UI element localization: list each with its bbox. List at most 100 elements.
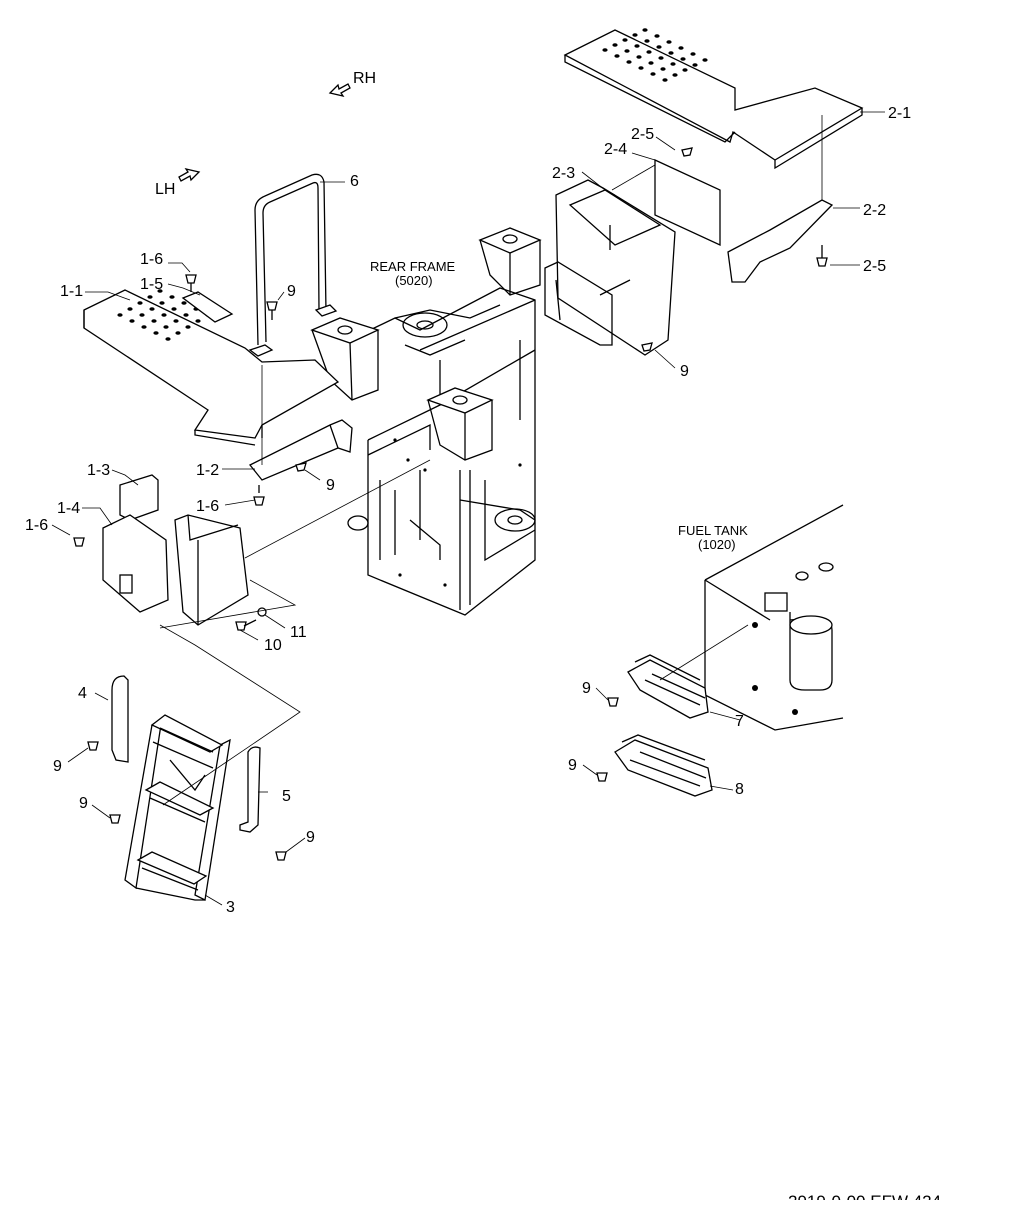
rh-arrow-icon [328, 83, 351, 98]
rh-step-plate [563, 28, 864, 170]
perforation-hole [682, 68, 688, 72]
callout-label: 3 [226, 899, 235, 916]
perforation-hole [692, 63, 698, 67]
perforation-hole [690, 52, 696, 56]
callout-label: 2-5 [631, 126, 654, 143]
fuel-tank-step-7 [627, 654, 709, 719]
perforation-hole [650, 72, 656, 76]
ladder-handrail-left [111, 675, 129, 763]
perforation-hole [622, 38, 628, 42]
perforation-hole [632, 33, 638, 37]
callout-label: 1-3 [87, 462, 110, 479]
perforation-hole [169, 295, 175, 299]
rh-cover-plate [654, 158, 721, 247]
perforation-hole [127, 307, 133, 311]
perforation-hole [662, 78, 668, 82]
perforation-hole [636, 55, 642, 59]
callout-label: 11 [290, 624, 307, 641]
callout-label: 9 [582, 680, 591, 697]
callout-label: 9 [680, 363, 689, 380]
perforation-hole [137, 301, 143, 305]
lh-label: LH [155, 181, 175, 198]
perforation-hole [612, 43, 618, 47]
perforation-hole [151, 319, 157, 323]
perforation-hole [626, 60, 632, 64]
lh-step-box [102, 474, 249, 626]
perforation-hole [129, 319, 135, 323]
callout-label: 1-6 [196, 498, 219, 515]
handrail [248, 173, 338, 357]
perforation-hole [678, 46, 684, 50]
drawing-code: 2919-0-00 EFW 424 [788, 1192, 941, 1200]
callout-label: 1-5 [140, 276, 163, 293]
perforation-hole [668, 51, 674, 55]
callout-label: 1-6 [25, 517, 48, 534]
callout-label: 9 [306, 829, 315, 846]
rear-frame-label: REAR FRAME [370, 259, 456, 274]
callout-label: 2-1 [888, 105, 911, 122]
perforation-hole [165, 337, 171, 341]
rear-frame-assembly [310, 227, 542, 616]
callout-label: 1-1 [60, 283, 83, 300]
bolts [73, 147, 828, 861]
perforation-hole [666, 40, 672, 44]
perforation-hole [646, 50, 652, 54]
perforation-hole [183, 313, 189, 317]
perforation-hole [642, 28, 648, 32]
callout-label: 4 [78, 685, 87, 702]
fuel-tank-label: FUEL TANK [678, 523, 748, 538]
perforation-hole [117, 313, 123, 317]
perforation-hole [702, 58, 708, 62]
callout-label: 10 [264, 637, 282, 654]
perforation-hole [660, 67, 666, 71]
perforation-hole [149, 307, 155, 311]
callout-label: 1-2 [196, 462, 219, 479]
lh-bracket [248, 419, 353, 481]
perforation-hole [141, 325, 147, 329]
fuel-tank-code: (1020) [698, 537, 736, 552]
callout-label: 9 [287, 283, 296, 300]
fuel-tank [704, 504, 844, 731]
rh-bracket [727, 199, 834, 283]
callout-label: 5 [282, 788, 291, 805]
perforation-hole [171, 307, 177, 311]
perforation-hole [602, 48, 608, 52]
perforation-hole [195, 319, 201, 323]
perforation-hole [147, 295, 153, 299]
perforation-hole [161, 313, 167, 317]
perforation-hole [139, 313, 145, 317]
perforation-hole [157, 289, 163, 293]
callout-label: 2-3 [552, 165, 575, 182]
perforation-hole [656, 45, 662, 49]
callout-labels: 1-1 1-2 1-3 1-4 1-5 1-6 1-6 1-6 2-1 2-2 … [25, 105, 911, 916]
perforation-hole [153, 331, 159, 335]
callout-label: 9 [568, 757, 577, 774]
callout-label: 2-2 [863, 202, 886, 219]
perforation-hole [654, 34, 660, 38]
perforation-hole [634, 44, 640, 48]
perforation-hole [175, 331, 181, 335]
perforation-hole [181, 301, 187, 305]
perforation-hole [644, 39, 650, 43]
perforation-hole [614, 54, 620, 58]
perforation-hole [638, 66, 644, 70]
perforation-hole [658, 56, 664, 60]
callout-label: 1-6 [140, 251, 163, 268]
perforation-hole [173, 319, 179, 323]
rh-step-box [544, 179, 676, 356]
fuel-tank-step-8 [614, 734, 713, 797]
callout-label: 1-4 [57, 500, 80, 517]
cover-plate [181, 291, 234, 323]
perforation-hole [648, 61, 654, 65]
perforation-hole [185, 325, 191, 329]
perforation-hole [163, 325, 169, 329]
perforation-hole [672, 73, 678, 77]
ladder-handrail-right [239, 746, 261, 833]
callout-label: 8 [735, 781, 744, 798]
perforation-hole [624, 49, 630, 53]
callout-label: 9 [326, 477, 335, 494]
callout-label: 2-5 [863, 258, 886, 275]
perforation-hole [159, 301, 165, 305]
callout-label: 6 [350, 173, 359, 190]
